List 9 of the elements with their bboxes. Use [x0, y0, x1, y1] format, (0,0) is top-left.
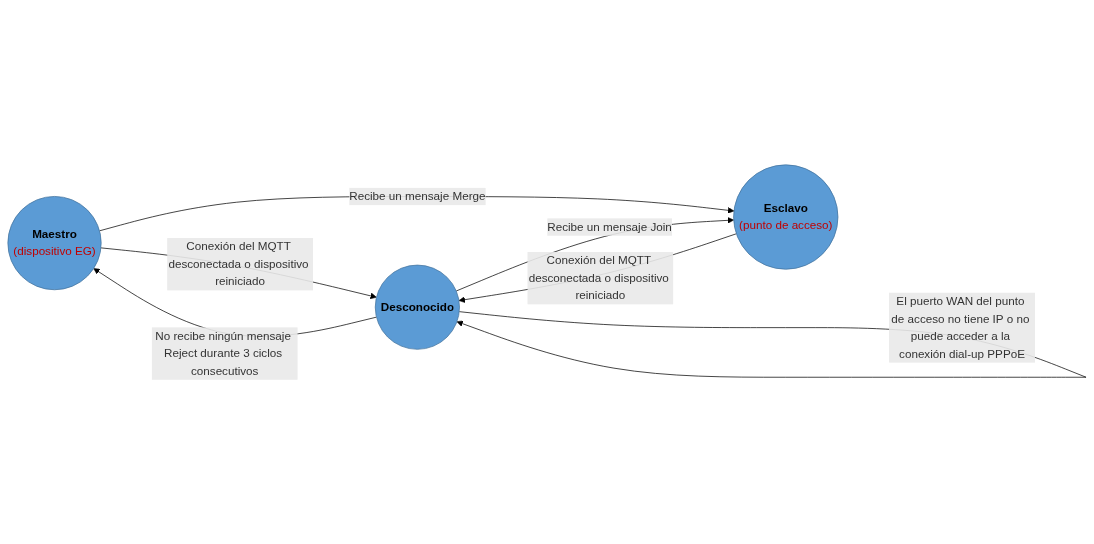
edge-label: No recibe ningún mensaje Reject durante 3 ciclos consecutivos	[155, 329, 291, 377]
edge-label: Conexión del MQTT desconectada o dispositivo reiniciado	[168, 239, 309, 288]
edge-label: Conexión del MQTT desconectada o dispositivo reiniciado	[528, 253, 669, 302]
node-circle: Maestro (dispositivo EG)	[7, 195, 102, 290]
node-circle: Desconocido	[374, 264, 460, 350]
edge-label: Recibe un mensaje Merge	[349, 189, 486, 203]
edge-label: Recibe un mensaje Join	[547, 220, 672, 233]
node-circle: Esclavo (punto de acceso)	[733, 164, 839, 270]
edge-label: El puerto WAN del punto de acceso no tiene IP o no puede acceder a la conexión dial-up PPPoE	[891, 294, 1030, 360]
